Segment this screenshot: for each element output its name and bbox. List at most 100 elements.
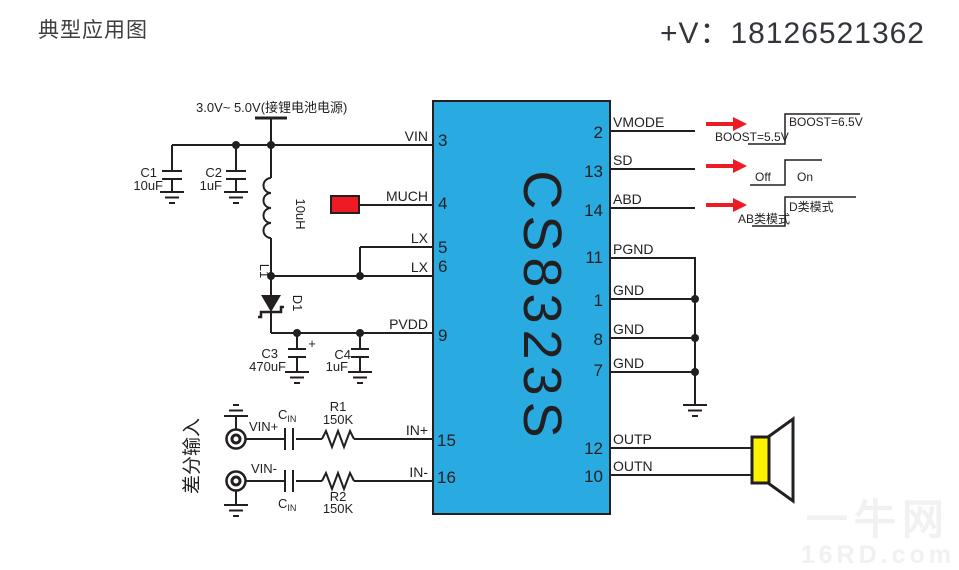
c3-value: 470uF: [249, 359, 286, 374]
c2-ref: C2: [205, 165, 222, 180]
arrow-head-icon: [733, 117, 747, 131]
pin-num-13: 13: [584, 162, 603, 181]
much-net: [330, 195, 433, 214]
vinm-label: VIN-: [251, 461, 277, 476]
r1-value: 150K: [323, 412, 354, 427]
pin-num-15: 15: [437, 431, 456, 450]
ground-icon: [159, 191, 185, 204]
pin-label-inm: IN-: [409, 464, 428, 480]
cap-c4-plates: [351, 348, 369, 358]
r1-ref: R1: [330, 399, 347, 414]
contact-phone: +V：18126521362: [659, 17, 925, 50]
pin-label-lx6: LX: [411, 259, 429, 275]
vinp-label: VIN+: [249, 419, 278, 434]
resistor-r2: [321, 470, 355, 492]
vinm-terminal: [225, 470, 247, 492]
vmode-low-label: BOOST=5.5V: [715, 130, 789, 144]
inductor-l1: L1 10uH: [257, 177, 308, 278]
cin-sub: IN: [287, 414, 296, 424]
junction-dot: [356, 272, 364, 280]
watermark-logo: 一牛网: [805, 496, 950, 543]
watermark: 一牛网 16RD.com: [801, 499, 955, 568]
pin-label-outp: OUTP: [613, 431, 652, 447]
ground-icon: [284, 371, 310, 384]
r2-value: 150K: [323, 501, 354, 516]
chip-body: [432, 100, 611, 515]
step-waveform: [748, 113, 860, 145]
cin-bottom-label: CIN: [278, 496, 296, 513]
sd-low-label: Off: [755, 170, 771, 184]
c4-ref: C4: [334, 347, 351, 362]
pin-num-6: 6: [438, 257, 447, 276]
step-waveform: [752, 196, 856, 227]
pin-num-14: 14: [584, 201, 603, 220]
differential-input-section: 差分输入 VIN+ CIN R1 150K VIN- CIN R2 150K: [181, 399, 433, 517]
vmode-annotation: BOOST=5.5V BOOST=6.5V: [706, 113, 863, 145]
pin-label-outn: OUTN: [613, 458, 653, 474]
cap-c3-plates: [288, 348, 306, 358]
pin-label-gnd7: GND: [613, 355, 644, 371]
ground-icon: [223, 404, 249, 417]
abd-high-label: D类模式: [789, 200, 834, 214]
c2-value: 1uF: [200, 178, 222, 193]
d1-ref: D1: [290, 295, 305, 312]
junction-dot: [691, 334, 699, 342]
chip-name: CS8323S: [512, 170, 572, 443]
pin-label-gnd8: GND: [613, 321, 644, 337]
pin-label-gnd1: GND: [613, 282, 644, 298]
ground-icon: [682, 404, 708, 417]
speaker-output: OUTP OUTN: [610, 416, 795, 504]
l1-value: 10uH: [293, 198, 308, 229]
step-waveform: [750, 159, 822, 186]
pin-num-7: 7: [594, 361, 603, 380]
cin-ref: C: [278, 496, 287, 511]
pin-label-vin: VIN: [405, 128, 428, 144]
c3-ref: C3: [261, 346, 278, 361]
c1-ref: C1: [140, 165, 157, 180]
vinm-terminal-inner: [230, 475, 242, 487]
chip-cs8323s: CS8323S: [432, 100, 611, 515]
sd-high-label: On: [797, 170, 813, 184]
cap-c1-plates: [162, 170, 182, 180]
diff-input-label: 差分输入: [181, 418, 203, 494]
c3-polarity: +: [308, 336, 316, 351]
much-red-block: [330, 195, 360, 214]
pin-label-pvdd: PVDD: [389, 316, 428, 332]
cin-ref: C: [278, 407, 287, 422]
resistor-r1: [321, 428, 355, 450]
r2-ref: R2: [330, 489, 347, 504]
diode-cathode-bar: [258, 305, 284, 319]
pin-num-3: 3: [438, 131, 447, 150]
page-title: 典型应用图: [38, 19, 148, 42]
junction-dot: [691, 295, 699, 303]
pin-label-lx5: LX: [411, 230, 429, 246]
pin-label-pgnd: PGND: [613, 241, 653, 257]
pin-num-11: 11: [585, 248, 603, 267]
pin-num-5: 5: [438, 238, 447, 257]
cap-c2: C2 1uF: [200, 145, 249, 204]
pin-num-10: 10: [584, 467, 603, 486]
pin-num-4: 4: [438, 194, 447, 213]
cin-bottom-plates: [284, 470, 294, 492]
abd-low-label: AB类模式: [738, 212, 790, 226]
pin-label-inp: IN+: [406, 422, 428, 438]
pin-num-16: 16: [437, 468, 456, 487]
pin-label-abd: ABD: [613, 191, 642, 207]
arrow-head-icon: [733, 159, 747, 173]
junction-dot: [691, 368, 699, 376]
cin-top-plates: [284, 428, 294, 450]
cin-sub: IN: [287, 503, 296, 513]
speaker-driver-icon: [750, 435, 771, 485]
speaker-cone-icon: [766, 416, 795, 504]
sd-annotation: Off On: [706, 159, 822, 186]
ground-icon: [223, 504, 249, 517]
cin-top-label: CIN: [278, 407, 296, 424]
pin-num-2: 2: [594, 123, 603, 142]
pin-label-vmode: VMODE: [613, 114, 664, 130]
cap-c4: C4 1uF: [326, 333, 373, 384]
ground-bus: PGND GND GND GND: [610, 241, 708, 417]
junction-dot: [267, 272, 275, 280]
inductor-coil: [262, 177, 272, 239]
